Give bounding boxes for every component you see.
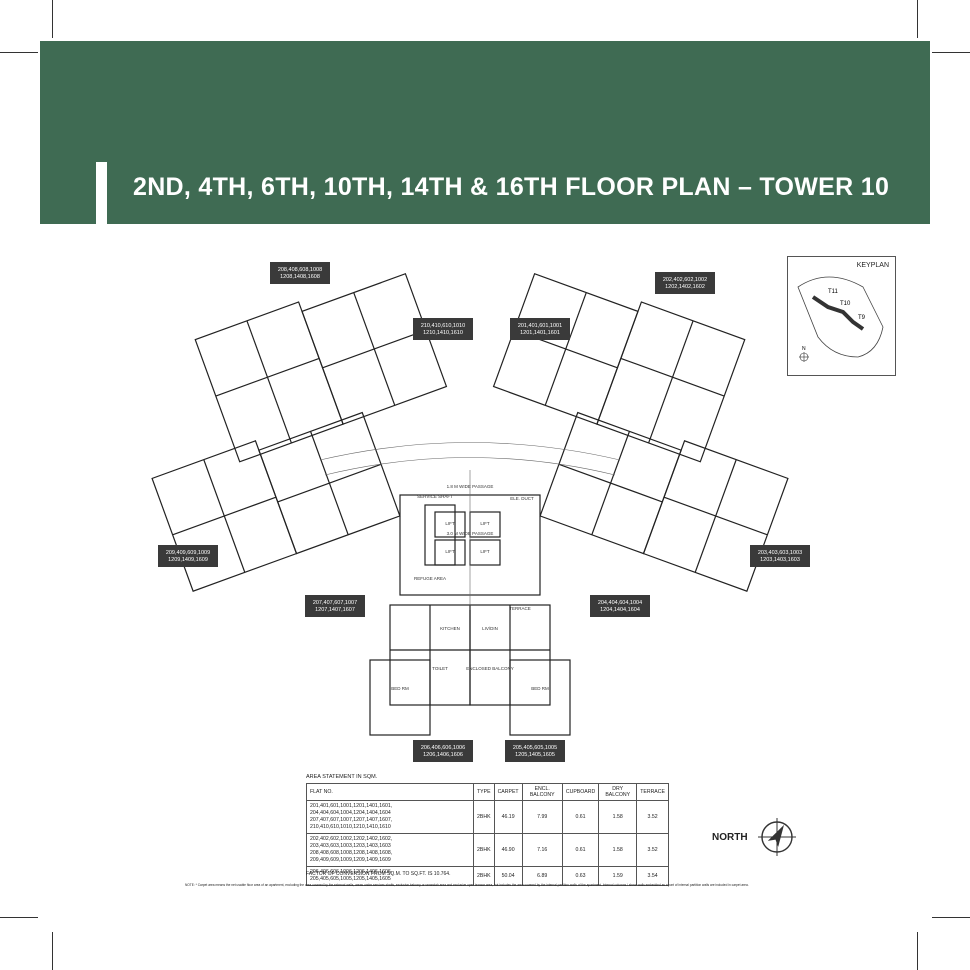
toilet-label: TOILET bbox=[432, 666, 448, 671]
crop-mark bbox=[0, 917, 38, 918]
cupboard-cell: 0.63 bbox=[561, 866, 600, 886]
carpet-cell: 50.04 bbox=[493, 866, 523, 886]
terrace-cell: 3.52 bbox=[636, 800, 669, 834]
col-header: CARPET bbox=[493, 783, 523, 801]
table-row: 206,406,606,1006,1206,1406,1606, 205,405… bbox=[306, 866, 669, 886]
kitchen-label: KITCHEN bbox=[440, 626, 460, 631]
col-header: TYPE bbox=[473, 783, 495, 801]
encl-balcony-cell: 7.16 bbox=[521, 833, 563, 867]
keyplan-drawing: T11 T10 T9 N bbox=[797, 276, 884, 362]
refuge-label: REFUGE AREA bbox=[414, 576, 446, 581]
flat-numbers: 206,406,606,1006,1206,1406,1606, 205,405… bbox=[310, 869, 393, 882]
bed-label: BED RM bbox=[391, 686, 409, 691]
type-cell: 2BHK bbox=[473, 800, 495, 834]
lift-label: LIFT bbox=[445, 549, 455, 554]
lift-label: LIFT bbox=[480, 549, 490, 554]
keyplan-tower-label: T9 bbox=[858, 315, 866, 321]
col-header: ENCL. BALCONY bbox=[521, 783, 563, 801]
lift-label: LIFT bbox=[480, 521, 490, 526]
lobby-label: 3.0 M WIDE PASSAGE bbox=[447, 531, 494, 536]
flat-numbers: 208,408,608,1008,1208,1408,1608, 209,409… bbox=[310, 850, 393, 863]
table-row: 202,402,602,1002,1202,1402,1602, 203,403… bbox=[306, 833, 669, 867]
bed-label: BED RM bbox=[531, 686, 549, 691]
crop-mark bbox=[932, 917, 970, 918]
terrace-cell: 3.52 bbox=[636, 833, 669, 867]
dry-balcony-cell: 1.59 bbox=[598, 866, 638, 886]
keyplan: KEYPLAN T11 T10 T9 N bbox=[787, 256, 896, 376]
dry-balcony-cell: 1.58 bbox=[598, 833, 638, 867]
area-statement-title: AREA STATEMENT IN SQM. bbox=[306, 774, 378, 780]
crop-mark bbox=[52, 932, 53, 970]
area-table: FLAT NO. TYPE CARPET ENCL. BALCONY CUPBO… bbox=[306, 783, 669, 886]
title-banner: 2ND, 4TH, 6TH, 10TH, 14TH & 16TH FLOOR P… bbox=[40, 41, 930, 224]
keyplan-tower-label: T11 bbox=[828, 289, 839, 295]
crop-mark bbox=[917, 0, 918, 38]
carpet-area-note: NOTE: * Carpet area means the net usable… bbox=[185, 883, 749, 887]
cupboard-cell: 0.61 bbox=[561, 833, 600, 867]
col-header: TERRACE bbox=[636, 783, 669, 801]
col-header: CUPBOARD bbox=[561, 783, 600, 801]
balcony-label: ENCLOSED BALCONY bbox=[466, 666, 514, 671]
cupboard-cell: 0.61 bbox=[561, 800, 600, 834]
conversion-factor: FACTOR OF CONVERSION FROM SQ.M. TO SQ.FT… bbox=[306, 871, 451, 877]
flat-numbers: 201,401,601,1001,1201,1401,1601, 204,404… bbox=[310, 803, 393, 816]
keyplan-title: KEYPLAN bbox=[856, 262, 889, 269]
service-shaft-label: SERVICE SHAFT bbox=[417, 494, 453, 499]
col-header: DRY BALCONY bbox=[598, 783, 638, 801]
crop-mark bbox=[932, 52, 970, 53]
carpet-cell: 46.19 bbox=[493, 800, 523, 834]
keyplan-tower-label: T10 bbox=[840, 301, 851, 307]
terrace-label: TERRACE bbox=[509, 606, 531, 611]
crop-mark bbox=[917, 932, 918, 970]
keyplan-north: N bbox=[802, 346, 806, 352]
elec-duct-label: ELE. DUCT bbox=[510, 496, 534, 501]
dry-balcony-cell: 1.58 bbox=[598, 800, 638, 834]
crop-mark bbox=[0, 52, 38, 53]
north-label: NORTH bbox=[712, 832, 748, 843]
flat-numbers: 202,402,602,1002,1202,1402,1602, 203,403… bbox=[310, 836, 393, 849]
crop-mark bbox=[52, 0, 53, 38]
lift-label: LIFT bbox=[445, 521, 455, 526]
north-arrow-icon bbox=[758, 818, 796, 856]
terrace-cell: 3.54 bbox=[636, 866, 669, 886]
passage-label: 1.8 M WIDE PASSAGE bbox=[447, 484, 494, 489]
carpet-cell: 46.90 bbox=[493, 833, 523, 867]
living-label: LIV/DIN bbox=[482, 626, 498, 631]
encl-balcony-cell: 7.99 bbox=[521, 800, 563, 834]
table-row: 201,401,601,1001,1201,1401,1601, 204,404… bbox=[306, 800, 669, 834]
title-accent-bar bbox=[96, 162, 107, 224]
page-title: 2ND, 4TH, 6TH, 10TH, 14TH & 16TH FLOOR P… bbox=[133, 173, 890, 201]
col-header: FLAT NO. bbox=[306, 783, 474, 801]
type-cell: 2BHK bbox=[473, 833, 495, 867]
flat-numbers: 207,407,607,1007,1207,1407,1607, 210,410… bbox=[310, 817, 393, 830]
